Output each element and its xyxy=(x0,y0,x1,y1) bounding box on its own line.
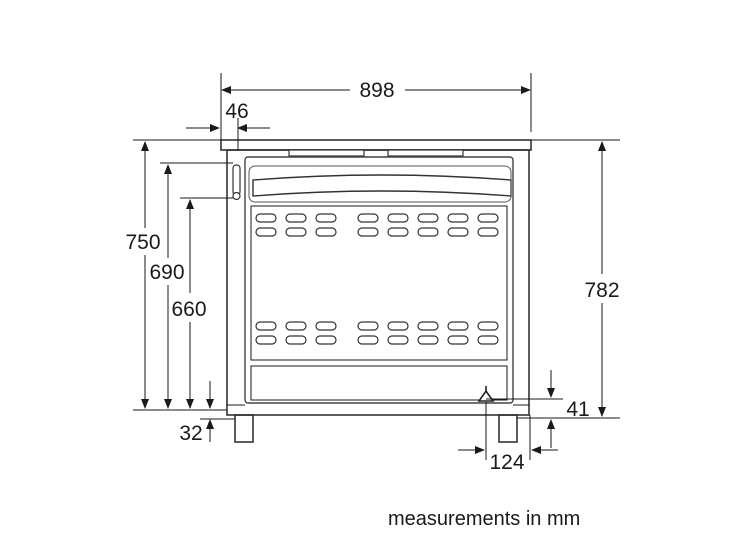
dimension-height-690: 690 xyxy=(149,162,233,409)
vent-slot xyxy=(447,213,469,223)
vent-slot xyxy=(255,321,277,331)
label-height-782: 782 xyxy=(584,279,619,302)
label-width-898: 898 xyxy=(359,79,394,102)
label-foot-spacing-124: 124 xyxy=(489,451,524,474)
dimension-height-660: 660 xyxy=(171,197,233,409)
vent-slot xyxy=(387,335,409,345)
vent-slot xyxy=(477,321,499,331)
label-foot-32: 32 xyxy=(179,422,202,445)
vent-slot xyxy=(285,227,307,237)
dimension-height-782: 782 xyxy=(517,139,620,419)
vent-slot xyxy=(417,335,439,345)
vent-slot xyxy=(315,321,337,331)
vent-slot xyxy=(285,321,307,331)
vent-slots xyxy=(255,213,499,345)
label-height-660: 660 xyxy=(171,298,206,321)
vent-slot xyxy=(357,213,379,223)
vent-slot xyxy=(387,321,409,331)
vent-slot xyxy=(447,227,469,237)
vent-slot xyxy=(255,227,277,237)
dimension-height-750: 750 xyxy=(125,139,221,409)
vent-slot xyxy=(417,213,439,223)
vent-slot xyxy=(357,335,379,345)
dimension-inset-46: 46 xyxy=(186,100,270,150)
vent-slot xyxy=(285,213,307,223)
vent-slot xyxy=(477,213,499,223)
vent-slot xyxy=(357,321,379,331)
vent-slot xyxy=(315,335,337,345)
vent-slot xyxy=(417,321,439,331)
dimension-foot-32: 32 xyxy=(179,381,235,445)
vent-slot xyxy=(315,213,337,223)
vent-slot xyxy=(447,335,469,345)
vent-slot xyxy=(255,213,277,223)
appliance-body xyxy=(220,139,532,443)
vent-slot xyxy=(387,213,409,223)
measurements-caption: measurements in mm xyxy=(388,508,581,530)
vent-slot xyxy=(477,227,499,237)
vent-slot xyxy=(315,227,337,237)
vent-slot xyxy=(285,335,307,345)
vent-slot xyxy=(447,321,469,331)
vent-slot xyxy=(387,227,409,237)
vent-slot xyxy=(357,227,379,237)
dimension-offset-41: 41 xyxy=(486,370,590,448)
label-height-690: 690 xyxy=(149,261,184,284)
dimension-foot-spacing-124: 124 xyxy=(458,402,558,474)
label-inset-46: 46 xyxy=(225,100,248,123)
vent-slot xyxy=(477,335,499,345)
vent-slot xyxy=(417,227,439,237)
vent-slot xyxy=(255,335,277,345)
label-offset-41: 41 xyxy=(566,398,589,421)
dimension-width-898: 898 xyxy=(220,73,532,140)
label-height-750: 750 xyxy=(125,231,160,254)
